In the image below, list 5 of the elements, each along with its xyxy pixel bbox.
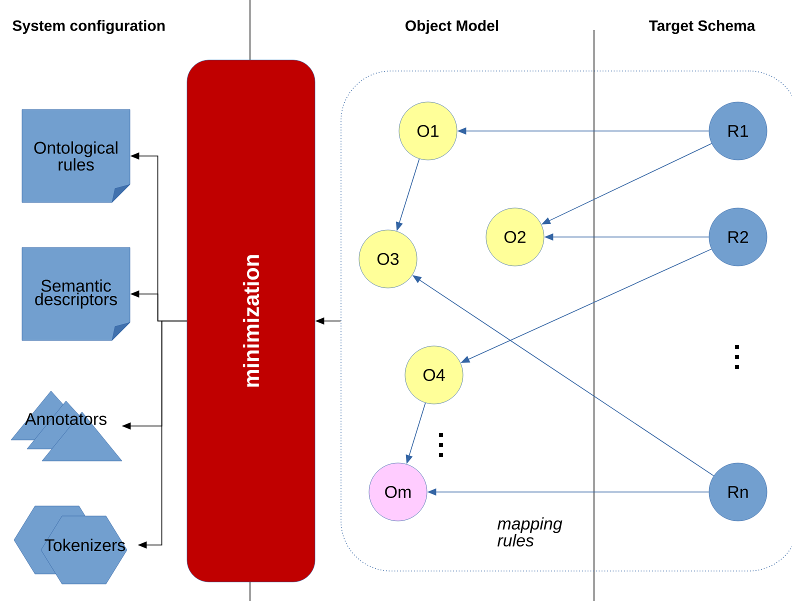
column-heading: Object Model — [406, 20, 498, 34]
frame-caption: mapping rules — [498, 517, 562, 547]
column-heading: System configuration — [12, 20, 165, 34]
minimization-bar: minimization — [186, 60, 316, 582]
column-heading: Target Schema — [648, 20, 756, 34]
